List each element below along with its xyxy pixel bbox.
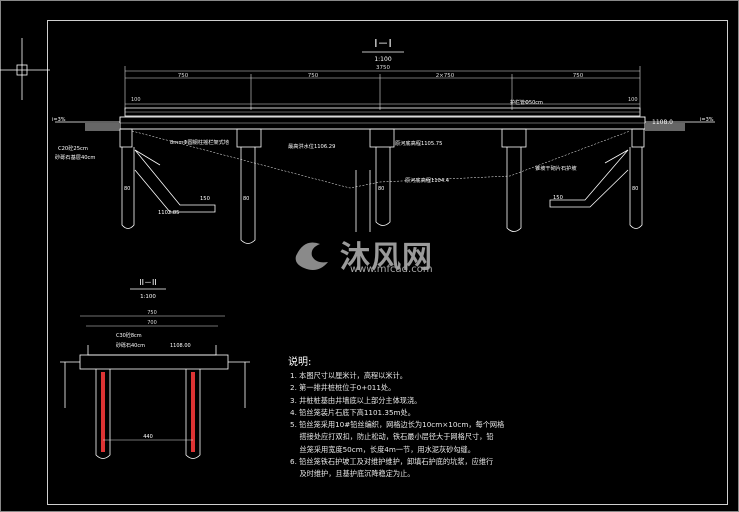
slope-dim-right: 150 [553,195,563,201]
grade-right: i=3% [700,117,714,123]
note-item: 2. 第一排井桩桩位于0+011处。 [290,383,396,393]
note-item: 搭接处应打双扣，防止松动，铁石最小层径大于网格尺寸，铅 [290,432,494,442]
watermark-text: 沐风网 [340,240,433,275]
dim-total: 3750 [376,65,390,71]
s2-dim-top: 750 [147,310,157,316]
section-1: I－I 1:100 3750 750 750 2×750 750 100 100… [52,37,715,244]
note-item: 及时维护，且基护底沉降稳定为止。 [290,469,415,479]
s2-gravel-note: 砂砾石40cm [116,342,145,349]
rebar-note: 8mmΦ圆钢柱摇栏架式地 [170,138,229,146]
gravel-left: 砂砾石基层40cm [55,153,95,161]
pile-d-4: 80 [632,186,638,192]
note-item: 3. 井桩桩基由井墙底以上部分主体现浇。 [290,395,422,405]
grade-left: i=3% [52,117,66,123]
dim-span-3: 2×750 [436,73,455,79]
s2-dim-inner: 700 [147,320,157,326]
dim-span-2: 750 [308,73,319,79]
note-item: 丝笼采用宽度50cm，长度4m一节，用水泥灰砂勾缝。 [290,444,475,454]
s2-c30-note: C30砼8cm [116,332,142,339]
riverbed-line [131,130,631,189]
s2-elev: 1108.00 [170,343,191,349]
crosshair-icon [0,38,50,100]
note-item: 4. 铅丝笼装片石底下高1101.35m处。 [290,407,415,417]
note-item: 5. 铅丝笼采用10#铅丝编织，网格边长为10cm×10cm，每个网格 [290,420,505,430]
c20-left: C20砼25cm [58,144,88,152]
notes-block: 1. 本图尺寸以厘米计，高程以米计。 2. 第一排井桩桩位于0+011处。 3.… [290,370,550,481]
elev-right: 1108.0 [652,119,673,126]
watermark-logo-icon [295,242,328,270]
section2-scale: 1:100 [140,294,156,300]
bed-elev-2: 原河底高程1104.4 [405,176,450,184]
elev-left: 1102.85 [158,210,179,216]
dim-span-1: 750 [178,73,189,79]
note-item: 1. 本图尺寸以厘米计，高程以米计。 [290,371,407,380]
section2-title: II－II [139,278,156,287]
watermark: 沐风网 [290,232,433,276]
pile-d-2: 80 [243,196,249,202]
s2-pile-spacing: 440 [143,434,153,440]
section1-scale: 1:100 [374,56,391,63]
section-2: II－II 1:100 750 700 440 C30砼8cm 砂砾石40cm … [60,278,250,459]
drawing-frame [47,20,728,505]
dim-span-4: 750 [573,73,584,79]
dim-end-right: 100 [628,97,638,103]
watermark-url: www.mfcad.com [350,264,433,275]
pile-d-1: 80 [124,186,130,192]
bed-elev-1: 原河底高程1105.75 [395,139,442,147]
pavement-left [85,123,120,131]
dim-end-left: 100 [131,97,141,103]
slope-protect: 锥坡干砌片石护坡 [535,164,577,172]
slope-dim-left: 150 [200,196,210,202]
pavement-right [645,123,685,131]
railing-pipe-label: 护栏管Φ50cm [510,99,543,106]
flood-level: 最高洪水位1106.29 [288,142,335,150]
pile-d-3: 80 [378,186,384,192]
notes-title: 说明: [288,357,312,368]
section1-title: I－I [374,37,392,50]
note-item: 6. 铅丝笼铁石护坡工及对维护维护，卸填石护底的坑浆，应维行 [290,457,494,467]
